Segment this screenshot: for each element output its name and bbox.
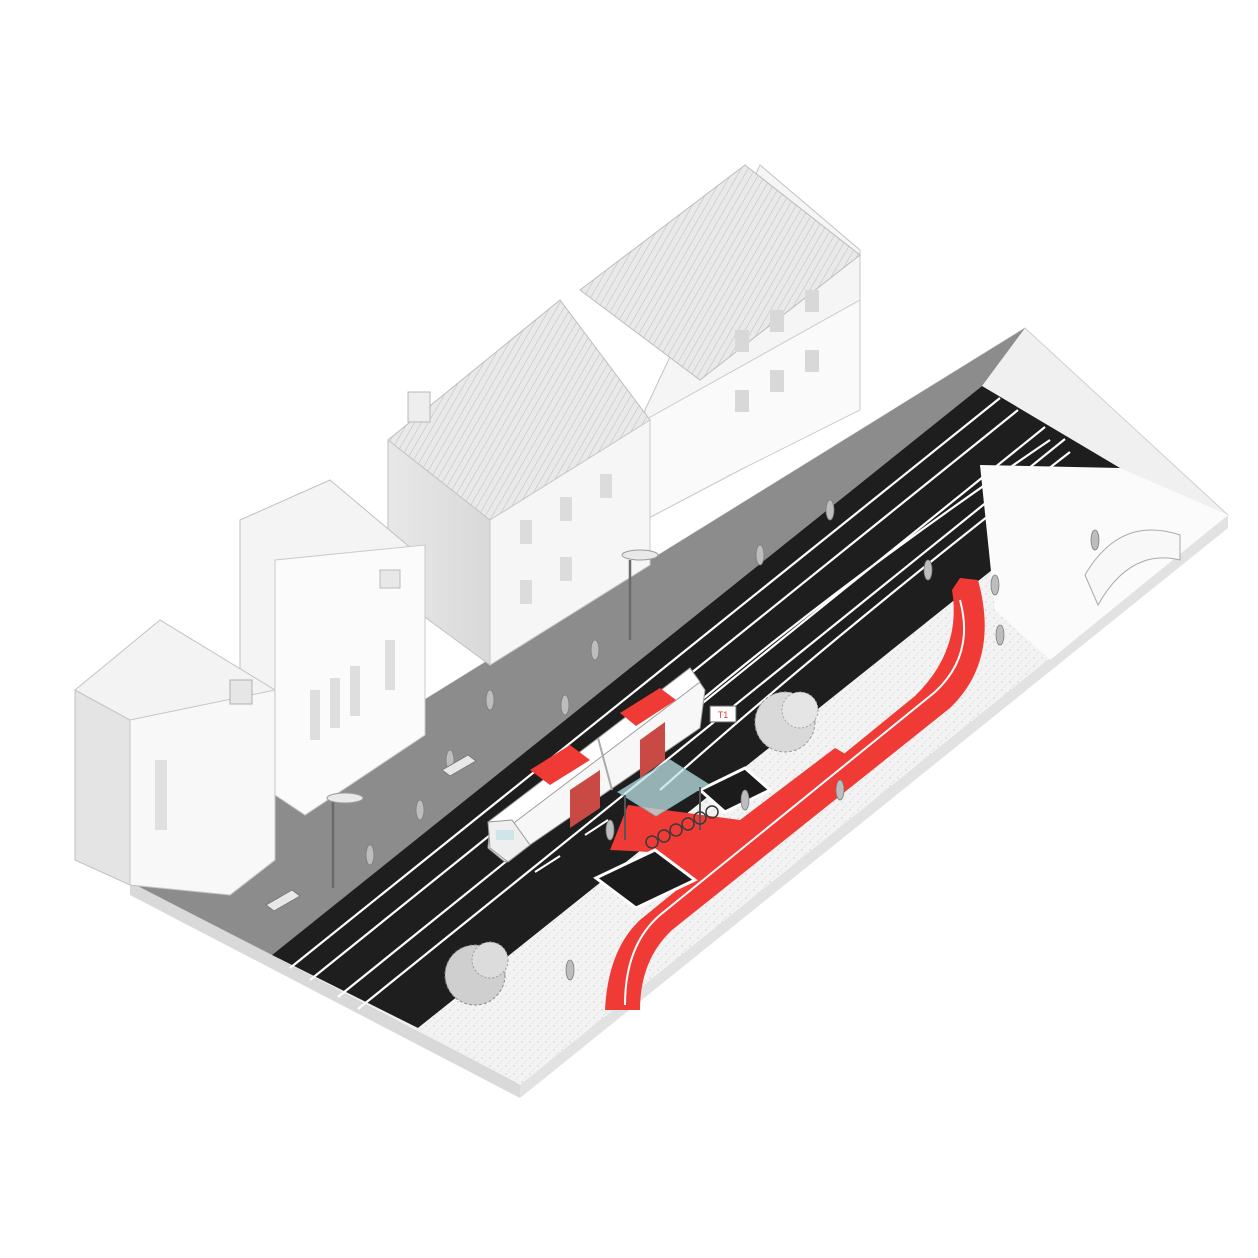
trees	[444, 691, 819, 1006]
cycle-lane	[605, 578, 985, 1010]
tram-platform	[593, 766, 773, 910]
tram-shelter	[617, 759, 709, 850]
pedestrians	[365, 499, 1100, 981]
lane-markings	[534, 819, 609, 873]
building-right	[579, 164, 861, 521]
street-lights	[326, 549, 659, 888]
plaza-bench	[1084, 529, 1181, 607]
building-left	[239, 479, 426, 816]
tram	[487, 667, 706, 863]
sidewalk-benches	[265, 754, 477, 912]
bike-share-rack	[645, 805, 719, 849]
tram-badge: T1	[718, 710, 729, 720]
tram-stop-sign: T1	[709, 705, 737, 723]
building-far-left	[74, 619, 276, 896]
